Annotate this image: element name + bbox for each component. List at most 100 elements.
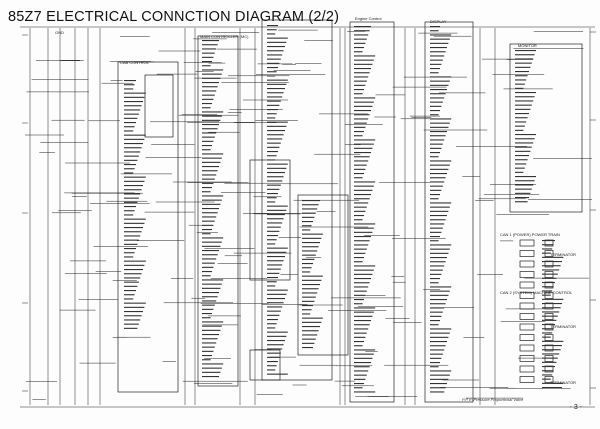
pin-text-452 — [302, 258, 315, 260]
pin-text-296 — [354, 324, 370, 326]
pin-text-257 — [354, 160, 369, 162]
can-connector-1 — [519, 250, 535, 257]
pin-text-78 — [202, 115, 222, 117]
pin-text-350 — [430, 181, 445, 183]
pin-text-370 — [430, 265, 445, 267]
pin-text-143 — [267, 33, 276, 35]
pin-text-285 — [354, 278, 371, 280]
pin-text-389 — [430, 345, 446, 347]
ecu-block — [297, 194, 349, 356]
pin-text-358 — [430, 215, 447, 217]
pin-text-98 — [202, 199, 222, 201]
pin-text-229 — [354, 42, 366, 44]
pin-text-255 — [354, 152, 371, 154]
pin-text-170 — [267, 146, 280, 148]
pin-text-489 — [542, 303, 562, 305]
pin-text-106 — [202, 233, 211, 235]
can-connector-0 — [519, 239, 535, 247]
pin-text-2 — [124, 88, 134, 90]
pin-text-460 — [302, 292, 318, 294]
pin-text-233 — [354, 59, 374, 61]
pin-text-162 — [267, 113, 277, 115]
pin-text-269 — [354, 210, 366, 212]
pin-text-140 — [202, 376, 219, 378]
pin-text-216 — [267, 340, 285, 342]
pin-text-506 — [542, 374, 553, 376]
pin-text-274 — [354, 231, 373, 233]
pin-text-194 — [267, 247, 288, 249]
pin-text-386 — [430, 332, 450, 334]
pin-text-3 — [124, 92, 146, 94]
pin-text-66 — [202, 65, 211, 67]
pin-text-169 — [267, 142, 281, 144]
pin-text-245 — [354, 110, 371, 112]
pin-text-206 — [267, 298, 285, 300]
pin-text-209 — [267, 310, 281, 312]
pin-text-304 — [354, 357, 373, 359]
pin-text-241 — [354, 93, 363, 95]
pin-text-141 — [267, 25, 278, 27]
pin-text-271 — [354, 219, 363, 221]
pin-text-125 — [202, 313, 212, 315]
pin-text-355 — [430, 202, 452, 204]
pin-text-210 — [267, 314, 280, 316]
pin-text-191 — [267, 235, 278, 237]
pin-text-227 — [354, 34, 369, 36]
pin-text-105 — [202, 229, 212, 231]
pin-text-390 — [430, 349, 445, 351]
pin-text-495 — [542, 328, 554, 330]
pin-text-399 — [430, 387, 446, 389]
block-layer — [117, 19, 583, 403]
pin-text-308 — [354, 374, 367, 376]
pin-text-331 — [430, 101, 443, 103]
can-connector-7 — [519, 313, 535, 320]
pin-text-130 — [202, 334, 219, 336]
pin-text-29 — [124, 201, 138, 203]
pin-text-242 — [354, 97, 376, 99]
pin-text-397 — [430, 378, 449, 380]
pin-text-322 — [430, 63, 442, 65]
pin-text-366 — [430, 248, 450, 250]
pin-text-219 — [267, 352, 281, 354]
page-number: - 3 - — [569, 404, 582, 411]
pin-text-468 — [302, 326, 320, 328]
pin-text-276 — [354, 240, 370, 242]
pin-text-337 — [430, 126, 449, 128]
pin-text-363 — [430, 236, 440, 238]
pin-text-294 — [354, 315, 373, 317]
pin-text-474 — [542, 240, 555, 242]
terminator-label-1: TERMINATOR — [550, 252, 577, 257]
pin-text-446 — [302, 233, 323, 235]
pin-text-251 — [354, 135, 363, 137]
pin-text-307 — [354, 370, 369, 372]
pin-text-164 — [267, 121, 288, 123]
pin-text-400 — [430, 391, 445, 393]
pin-text-159 — [267, 100, 281, 102]
pin-text-38 — [124, 239, 139, 241]
pin-text-138 — [202, 367, 222, 369]
pin-text-117 — [202, 279, 224, 281]
pin-text-472 — [302, 342, 315, 344]
pin-text-437 — [515, 201, 528, 203]
pin-text-340 — [430, 139, 445, 141]
pin-text-447 — [302, 237, 322, 239]
pin-text-37 — [124, 235, 141, 237]
pin-text-14 — [124, 138, 145, 140]
pin-text-41 — [124, 252, 135, 254]
pin-text-218 — [267, 348, 283, 350]
pin-text-62 — [202, 48, 217, 50]
pin-text-15 — [124, 143, 143, 145]
can-connector-4 — [519, 281, 535, 289]
pin-text-484 — [542, 282, 555, 284]
pin-text-349 — [430, 177, 446, 179]
pin-text-289 — [354, 294, 366, 296]
pin-text-156 — [267, 88, 285, 90]
pin-text-23 — [124, 176, 146, 178]
pin-text-113 — [202, 262, 215, 264]
pin-text-246 — [354, 114, 370, 116]
pin-text-128 — [202, 325, 222, 327]
pin-text-258 — [354, 164, 367, 166]
pin-text-284 — [354, 273, 373, 275]
pin-text-249 — [354, 126, 366, 128]
pin-text-420 — [515, 129, 524, 131]
